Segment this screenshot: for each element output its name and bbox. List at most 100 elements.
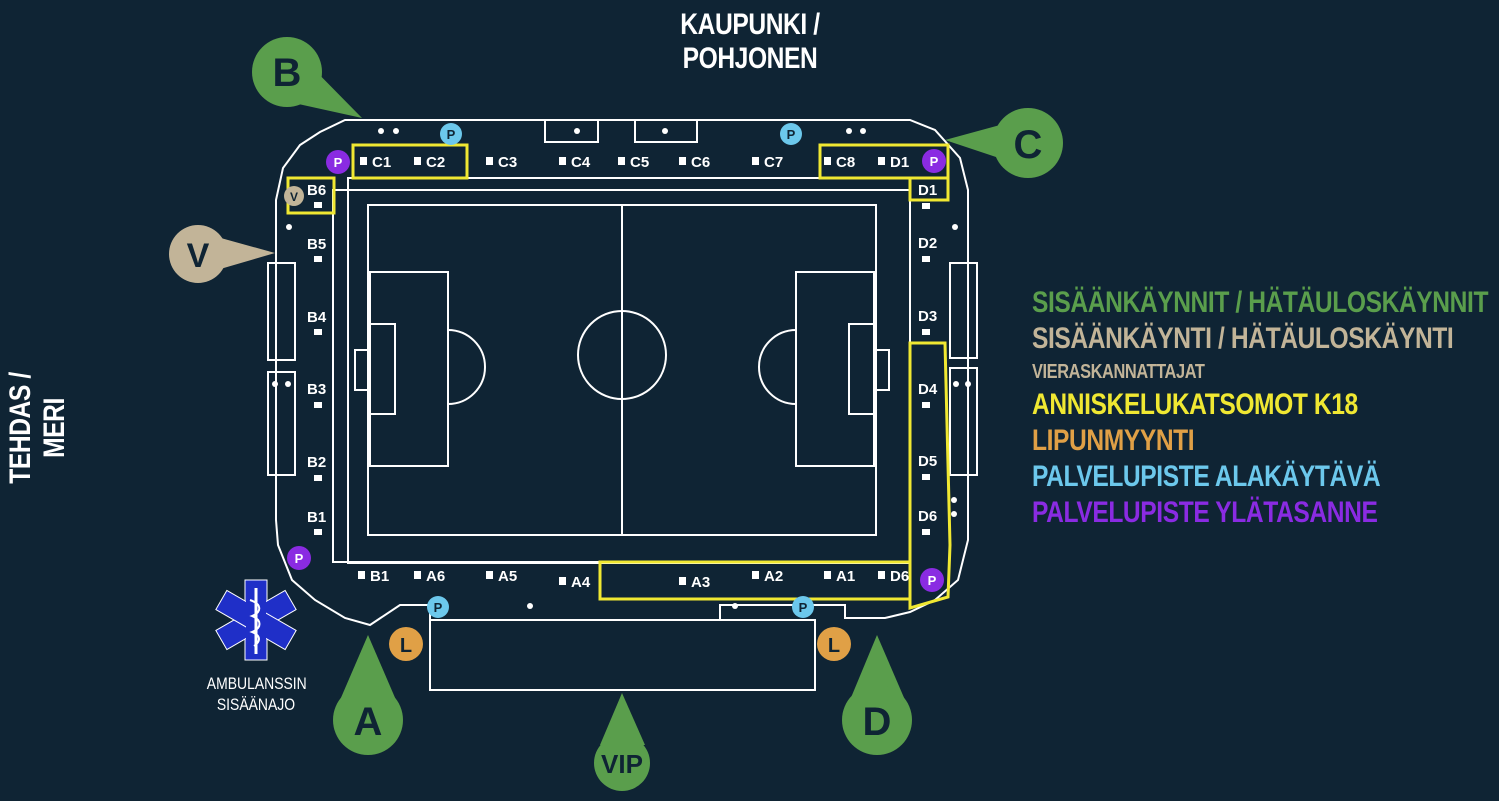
section-a2[interactable]: A2 (764, 568, 783, 585)
svg-text:L: L (828, 635, 840, 657)
stairs-icon (922, 203, 930, 209)
legend-item-service-upper: PALVELUPISTE YLÄTASANNE (1032, 496, 1378, 529)
gate-a-pin[interactable]: A (333, 635, 403, 755)
toilet-icon (860, 128, 866, 134)
gate-a-label: A (354, 700, 383, 744)
svg-text:P: P (295, 551, 304, 566)
section-b4[interactable]: B4 (307, 309, 327, 326)
section-c7[interactable]: C7 (764, 154, 783, 171)
gate-vip-pin[interactable]: VIP (594, 693, 650, 791)
stairs-icon (358, 571, 365, 579)
section-d6-east[interactable]: D6 (918, 508, 937, 525)
service-upper-marker: P (922, 149, 946, 173)
stairs-icon (314, 402, 322, 408)
gate-c-pin[interactable]: C (945, 108, 1063, 178)
section-a1[interactable]: A1 (836, 568, 855, 585)
legend-item-visitors: VIERASKANNATTAJAT (1032, 361, 1205, 383)
k18-zones (286, 143, 952, 610)
ticket-sales-marker: L (389, 627, 423, 661)
section-d1-east[interactable]: D1 (918, 182, 937, 199)
visitor-marker[interactable]: V (284, 186, 304, 206)
section-a6[interactable]: A6 (426, 568, 445, 585)
section-b1-west[interactable]: B1 (307, 509, 326, 526)
section-c8[interactable]: C8 (836, 154, 855, 171)
stairs-icon (414, 571, 421, 579)
section-b2[interactable]: B2 (307, 454, 326, 471)
svg-text:L: L (400, 635, 412, 657)
stairs-icon (922, 329, 930, 335)
toilet-icons (272, 128, 971, 609)
section-d3[interactable]: D3 (918, 308, 937, 325)
gate-vip-label: VIP (601, 749, 643, 779)
stairs-icon (314, 475, 322, 481)
stairs-icon (559, 157, 566, 165)
stairs-icon (752, 157, 759, 165)
stairs-icon (618, 157, 625, 165)
section-c1[interactable]: C1 (372, 154, 391, 171)
svg-text:P: P (787, 127, 796, 142)
stairs-icon (414, 157, 421, 165)
k18-zone-a3-a1 (598, 560, 912, 601)
svg-text:P: P (334, 155, 343, 170)
section-b3[interactable]: B3 (307, 381, 326, 398)
stairs-icon (486, 157, 493, 165)
section-d1-north[interactable]: D1 (890, 154, 909, 171)
stairs-icon (752, 571, 759, 579)
toilet-icon (286, 224, 292, 230)
ticket-sales-markers[interactable]: L L (389, 627, 851, 661)
stair-icons (314, 157, 930, 585)
gate-d-label: D (863, 700, 892, 744)
legend: SISÄÄNKÄYNNIT / HÄTÄULOSKÄYNNIT SISÄÄNKÄ… (1032, 285, 1488, 531)
section-d5[interactable]: D5 (918, 453, 937, 470)
stairs-icon (559, 577, 566, 585)
svg-text:P: P (447, 127, 456, 142)
section-c2[interactable]: C2 (426, 154, 445, 171)
toilet-icon (393, 128, 399, 134)
gate-b-pin[interactable]: B (252, 37, 362, 118)
toilet-icon (951, 511, 957, 517)
section-c6[interactable]: C6 (691, 154, 710, 171)
section-c4[interactable]: C4 (571, 154, 591, 171)
service-lower-marker: P (440, 123, 462, 145)
service-lower-marker: P (780, 123, 802, 145)
service-upper-marker: P (326, 150, 350, 174)
service-lower-marker: P (427, 596, 449, 618)
football-pitch (332, 189, 911, 563)
svg-text:P: P (928, 573, 937, 588)
gate-v-pin[interactable]: V (169, 225, 275, 283)
stairs-icon (360, 157, 367, 165)
toilet-icon (953, 381, 959, 387)
toilet-icon (378, 128, 384, 134)
stairs-icon (314, 529, 322, 535)
service-lower-markers[interactable]: P P P P (427, 123, 814, 618)
section-c3[interactable]: C3 (498, 154, 517, 171)
ambulance-line1: AMBULANSSIN (206, 674, 307, 693)
legend-item-service-lower: PALVELUPISTE ALAKÄYTÄVÄ (1032, 460, 1381, 493)
gate-d-pin[interactable]: D (842, 635, 912, 755)
svg-text:P: P (799, 600, 808, 615)
section-b6[interactable]: B6 (307, 182, 326, 199)
toilet-icon (285, 381, 291, 387)
stairs-icon (922, 402, 930, 408)
section-b5[interactable]: B5 (307, 236, 326, 253)
service-upper-markers[interactable]: P P P P (287, 149, 946, 592)
section-c5[interactable]: C5 (630, 154, 649, 171)
stairs-icon (878, 157, 885, 165)
service-lower-marker: P (792, 596, 814, 618)
toilet-icon (272, 381, 278, 387)
section-a4[interactable]: A4 (571, 574, 591, 591)
toilet-icon (732, 603, 738, 609)
svg-text:P: P (930, 154, 939, 169)
toilet-icon (574, 128, 580, 134)
section-d2[interactable]: D2 (918, 235, 937, 252)
section-a5[interactable]: A5 (498, 568, 517, 585)
section-a3[interactable]: A3 (691, 574, 710, 591)
toilet-icon (662, 128, 668, 134)
section-b1-south[interactable]: B1 (370, 568, 389, 585)
section-d4[interactable]: D4 (918, 381, 938, 398)
section-labels: C1 C2 C3 C4 C5 C6 C7 C8 D1 D1 D2 D3 D4 D… (307, 154, 938, 591)
vip-area (429, 619, 816, 691)
section-d6-south[interactable]: D6 (890, 568, 909, 585)
svg-text:P: P (434, 600, 443, 615)
